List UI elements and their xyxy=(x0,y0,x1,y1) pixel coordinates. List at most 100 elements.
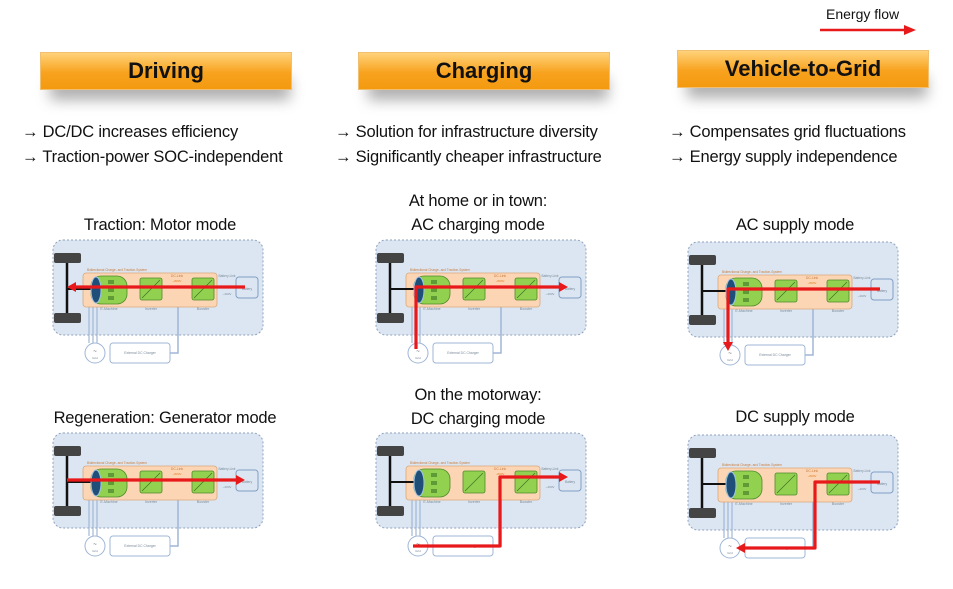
winding xyxy=(108,489,114,493)
winding xyxy=(743,475,749,479)
battery-label: Battery xyxy=(242,480,253,484)
battery-link-voltage: ~400V xyxy=(546,292,555,296)
battery-link-label: Battery-Link xyxy=(218,274,235,278)
inverter-diagonal xyxy=(141,472,161,492)
wheel-icon xyxy=(54,313,81,323)
winding xyxy=(431,296,437,300)
energy-flow-legend-label: Energy flow xyxy=(826,6,900,22)
dc-line xyxy=(170,295,179,354)
arrowhead-icon xyxy=(67,282,76,292)
winding xyxy=(743,298,749,302)
winding xyxy=(431,280,437,284)
mode-title: AC supply mode xyxy=(735,216,855,234)
grid-label: Grid xyxy=(92,356,98,360)
wheel-icon xyxy=(377,253,404,263)
powertrain-diagram: Bidirectional Charge- and Traction-Syste… xyxy=(375,239,587,364)
winding xyxy=(431,481,437,485)
charger-label: External DC Charger xyxy=(124,544,156,548)
energy-flow-arrow xyxy=(743,480,880,550)
winding xyxy=(108,296,114,300)
dc-line xyxy=(805,297,814,356)
arrowhead-icon xyxy=(559,472,568,482)
battery-label: Battery xyxy=(565,287,576,291)
winding xyxy=(743,282,749,286)
v2g-bullets: → Compensates grid fluctuations → Energy… xyxy=(669,120,906,169)
battery-link-label: Battery-Link xyxy=(853,276,870,280)
dc-link-voltage: ~800V xyxy=(173,279,182,283)
dc-link-voltage: ~800V xyxy=(808,281,817,285)
dc-link-label: DC-Link xyxy=(494,467,507,471)
dc-link-label: DC-Link xyxy=(806,469,819,473)
powertrain-diagram: Bidirectional Charge- and Traction-Syste… xyxy=(687,241,899,366)
wheel-icon xyxy=(689,448,716,458)
e-machine-label: E-Machine xyxy=(735,309,752,313)
winding xyxy=(431,473,437,477)
charging-bullets: → Solution for infrastructure diversity … xyxy=(335,120,602,169)
booster-diagonal xyxy=(193,472,213,492)
battery-link-voltage: ~400V xyxy=(223,485,232,489)
bullet: → Solution for infrastructure diversity xyxy=(335,123,598,141)
powertrain-diagram: Bidirectional Charge- and Traction-Syste… xyxy=(687,434,899,559)
battery-link-voltage: ~400V xyxy=(858,487,867,491)
inverter-diagonal xyxy=(776,281,796,301)
battery-link-label: Battery-Link xyxy=(541,467,558,471)
grid-icon xyxy=(84,342,106,364)
winding xyxy=(108,473,114,477)
battery-link-voltage: ~400V xyxy=(858,294,867,298)
wheel-icon xyxy=(689,508,716,518)
arrowhead-icon xyxy=(236,475,245,485)
dc-link-label: DC-Link xyxy=(171,467,184,471)
external-dc-charger xyxy=(109,342,171,364)
battery-link-label: Battery-Link xyxy=(218,467,235,471)
bullet: → Traction-power SOC-independent xyxy=(22,147,283,166)
energy-flow-arrow xyxy=(414,285,561,349)
winding xyxy=(108,288,114,292)
battery-link-voltage: ~400V xyxy=(223,292,232,296)
winding xyxy=(108,481,114,485)
booster-label: Booster xyxy=(197,500,210,504)
grid-symbol: ~ xyxy=(416,349,420,355)
dc-link-voltage: ~800V xyxy=(808,474,817,478)
system-label: Bidirectional Charge- and Traction-Syste… xyxy=(410,268,470,272)
dc-link-label: DC-Link xyxy=(171,274,184,278)
booster-diagonal xyxy=(193,279,213,299)
grid-symbol: ~ xyxy=(93,542,97,548)
driving-bullets: → DC/DC increases efficiency → Traction-… xyxy=(22,120,283,169)
booster-diagonal xyxy=(828,474,848,494)
winding xyxy=(108,280,114,284)
mode-title: Traction: Motor mode xyxy=(83,216,237,234)
system-label: Bidirectional Charge- and Traction-Syste… xyxy=(722,463,782,467)
external-dc-charger xyxy=(109,535,171,557)
battery-label: Battery xyxy=(877,289,888,293)
booster-label: Booster xyxy=(832,502,845,506)
banner-vehicle-to-grid: Vehicle-to-Grid xyxy=(677,50,929,88)
inverter-label: Inverter xyxy=(468,307,481,311)
booster-label: Booster xyxy=(520,307,533,311)
grid-label: Grid xyxy=(727,551,733,555)
wheel-icon xyxy=(54,253,81,263)
winding xyxy=(743,290,749,294)
inverter-diagonal xyxy=(776,474,796,494)
system-label: Bidirectional Charge- and Traction-Syste… xyxy=(410,461,470,465)
mode-title: On the motorway:DC charging mode xyxy=(410,386,546,428)
e-machine-rotor xyxy=(413,469,425,497)
dc-link-voltage: ~800V xyxy=(173,472,182,476)
booster-diagonal xyxy=(516,279,536,299)
inverter-diagonal xyxy=(464,472,484,492)
banner-charging: Charging xyxy=(358,52,610,90)
mode-title: At home or in town:AC charging mode xyxy=(408,192,548,234)
booster-label: Booster xyxy=(520,500,533,504)
e-machine-label: E-Machine xyxy=(423,500,440,504)
energy-flow-arrow xyxy=(413,475,561,548)
banner-driving: Driving xyxy=(40,52,292,90)
battery-label: Battery xyxy=(877,482,888,486)
grid-symbol: ~ xyxy=(728,544,732,550)
booster-label: Booster xyxy=(197,307,210,311)
mode-title: Regeneration: Generator mode xyxy=(53,409,277,427)
wheel-icon xyxy=(54,506,81,516)
powertrain-diagram: Bidirectional Charge- and Traction-Syste… xyxy=(52,239,264,364)
bullet: → Significantly cheaper infrastructure xyxy=(335,147,602,166)
wheel-icon xyxy=(377,446,404,456)
arrowhead-icon xyxy=(736,543,745,553)
